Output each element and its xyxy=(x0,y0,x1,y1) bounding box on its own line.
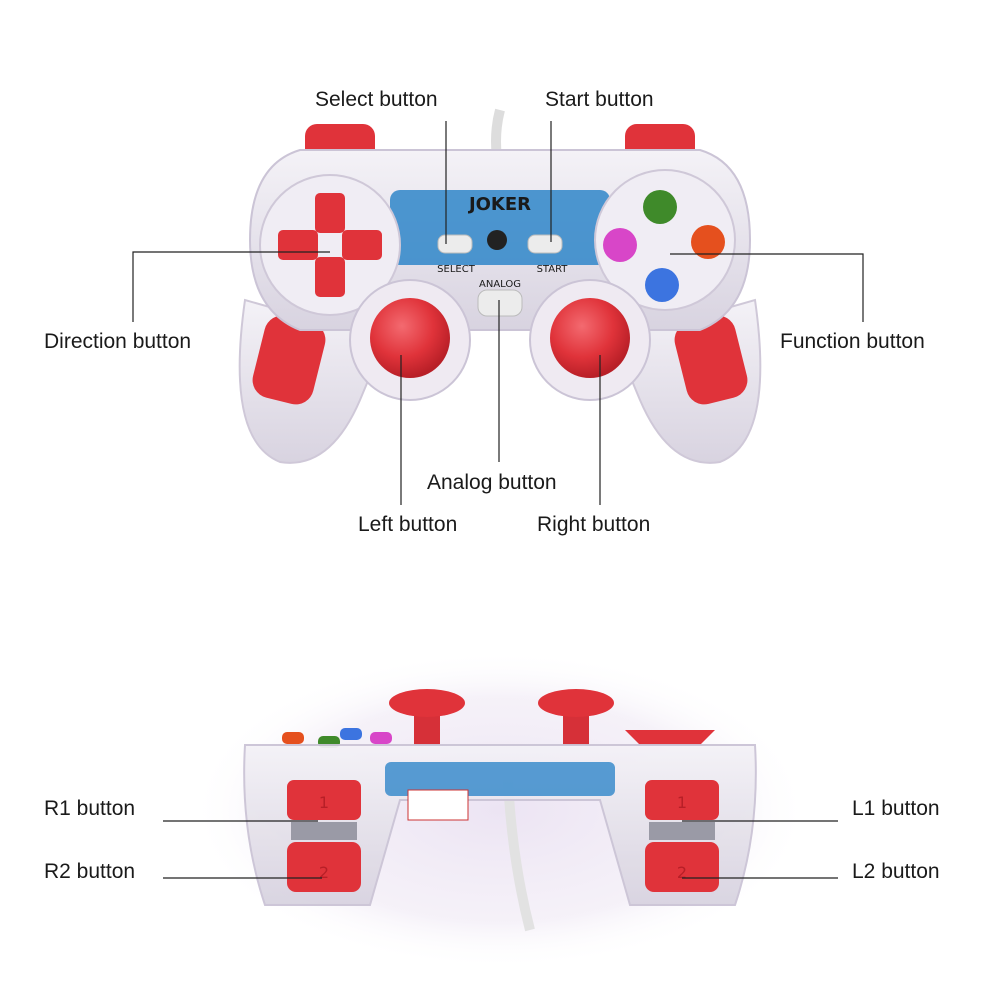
callout-lines xyxy=(132,121,864,879)
direction-button-label: Direction button xyxy=(44,330,192,353)
select-button-label: Select button xyxy=(315,88,438,111)
front-sticker xyxy=(407,789,469,821)
brand-text: JOKER xyxy=(467,194,531,215)
dpad-up xyxy=(315,193,345,233)
right-button-label: Right button xyxy=(537,513,651,536)
analog-key xyxy=(477,289,523,317)
l-trigger-spring xyxy=(649,822,715,840)
r-trigger-spring xyxy=(291,822,357,840)
l1-trigger xyxy=(645,780,719,820)
r2-trigger-mark: 2 xyxy=(319,863,329,882)
r1-button-label: R1 button xyxy=(44,797,136,820)
pink-button xyxy=(603,228,637,262)
function-button-label: Function button xyxy=(780,330,925,353)
l1-button-label: L1 button xyxy=(852,797,940,820)
direction-leader xyxy=(132,251,330,322)
right-motor xyxy=(674,315,748,405)
dpad-down xyxy=(315,257,345,297)
l2-trigger-mark: 2 xyxy=(677,863,687,882)
left-motor xyxy=(252,315,326,405)
l2-trigger xyxy=(645,842,719,892)
r2-trigger xyxy=(287,842,361,892)
function-leader xyxy=(670,253,864,322)
analog-led xyxy=(487,230,507,250)
left-button-label: Left button xyxy=(358,513,458,536)
controller-top-view: JOKER SELECT START ANALOG xyxy=(238,108,762,464)
l2-button-label: L2 button xyxy=(852,860,940,883)
r1-trigger xyxy=(287,780,361,820)
blue-button xyxy=(645,268,679,302)
front-blue-button xyxy=(340,728,362,740)
front-body xyxy=(243,744,757,906)
dpad-well xyxy=(259,174,401,316)
start-key-label: START xyxy=(537,264,569,275)
front-circuit-board xyxy=(385,762,615,796)
analog-key-label: ANALOG xyxy=(479,279,521,290)
left-stick xyxy=(370,298,450,378)
green-button xyxy=(643,190,677,224)
dpad-left xyxy=(278,230,318,260)
dpad-right xyxy=(342,230,382,260)
l1-trigger-mark: 1 xyxy=(677,793,687,812)
face-button-well xyxy=(594,169,736,311)
left-stick-cap xyxy=(389,689,465,717)
controller-front-view: 1 2 1 2 xyxy=(190,650,810,970)
start-button-label: Start button xyxy=(545,88,654,111)
start-key xyxy=(527,234,563,254)
front-dpad-edge xyxy=(625,730,715,745)
right-stick xyxy=(550,298,630,378)
orange-button xyxy=(691,225,725,259)
r1-trigger-mark: 1 xyxy=(319,793,329,812)
front-orange-button xyxy=(282,732,304,744)
r2-button-label: R2 button xyxy=(44,860,136,883)
analog-button-label: Analog button xyxy=(427,471,557,494)
select-key xyxy=(437,234,473,254)
front-pink-button xyxy=(370,732,392,744)
right-stick-cap xyxy=(538,689,614,717)
select-key-label: SELECT xyxy=(437,264,476,275)
